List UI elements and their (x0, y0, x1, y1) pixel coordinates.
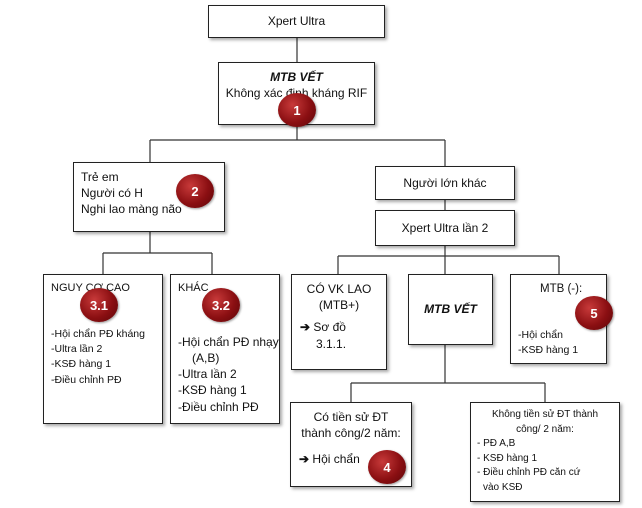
node-nguoi-lon-khac: Người lớn khác (375, 166, 515, 200)
node-mtb-am-title: MTB (-): (540, 283, 583, 295)
node-khac-item: -Điều chỉnh PĐ (178, 399, 259, 414)
node-tre-em-line: Người có H (81, 186, 143, 201)
node-co-tien-su-title: thành công/2 năm: (301, 426, 401, 441)
node-khac: KHÁC -Hội chẩn PĐ nhạy (A,B) -Ultra lần … (170, 274, 280, 424)
node-xpert-ultra-lan-2-label: Xpert Ultra lần 2 (401, 221, 489, 235)
arrow-right-icon: ➔ (299, 452, 310, 467)
node-khac-item: -KSĐ hàng 1 (178, 383, 247, 398)
node-co-vk-lao-ref: 3.1.1. (316, 336, 347, 351)
badge-3-1: 3.1 (80, 288, 118, 322)
node-co-vk-lao-subtitle: (MTB+) (318, 298, 360, 313)
node-khac-title: KHÁC (178, 282, 209, 294)
node-khong-tien-su: Không tiền sử ĐT thành công/ 2 năm: - PĐ… (470, 402, 620, 502)
node-mtb-am-item: -KSĐ hàng 1 (518, 343, 579, 356)
node-khong-tien-su-item: - PĐ A,B (477, 438, 516, 449)
badge-2: 2 (176, 174, 214, 208)
node-mtb-am-item: -Hội chẩn (518, 328, 563, 341)
badge-3-2: 3.2 (202, 288, 240, 322)
node-mtb-vet-mid: MTB VẾT (408, 274, 493, 345)
node-xpert-ultra-label: Xpert Ultra (267, 14, 326, 28)
node-tre-em-line: Trẻ em (81, 170, 119, 184)
badge-5: 5 (575, 296, 613, 330)
node-co-vk-lao-title: CÓ VK LAO (306, 282, 372, 296)
node-khong-tien-su-item: - KSĐ hàng 1 (477, 452, 538, 464)
arrow-right-icon: ➔ (300, 320, 311, 335)
node-co-tien-su-action: Hội chẩn (312, 452, 360, 467)
node-nguy-co-cao-item: -Hội chẩn PĐ kháng (51, 327, 145, 340)
node-co-vk-lao-action: Sơ đồ (313, 320, 346, 335)
node-nguy-co-cao-item: -Điều chỉnh PĐ (51, 373, 122, 386)
node-nguy-co-cao-item: -Ultra lần 2 (51, 343, 103, 356)
node-tre-em-line: Nghi lao màng não (81, 202, 182, 217)
node-mtb-vet-mid-label: MTB VẾT (424, 302, 477, 316)
node-khong-tien-su-item: - Điều chỉnh PĐ căn cứ (477, 467, 581, 478)
node-nguoi-lon-khac-label: Người lớn khác (403, 176, 487, 190)
node-xpert-ultra-lan-2: Xpert Ultra lần 2 (375, 210, 515, 246)
node-khong-tien-su-title: công/ 2 năm: (516, 423, 574, 435)
node-khong-tien-su-title: Không tiền sử ĐT thành (491, 409, 599, 420)
node-khac-item: -Ultra lần 2 (178, 367, 237, 382)
badge-4: 4 (368, 450, 406, 484)
node-nguy-co-cao-item: -KSĐ hàng 1 (51, 358, 112, 371)
node-mtb-vet-top-title: MTB VẾT (270, 70, 323, 84)
badge-1: 1 (278, 93, 316, 127)
node-xpert-ultra: Xpert Ultra (208, 5, 385, 38)
node-khac-item: -Hội chẩn PĐ nhạy (178, 334, 279, 349)
node-co-vk-lao: CÓ VK LAO (MTB+) ➔ Sơ đồ 3.1.1. (291, 274, 387, 370)
node-khong-tien-su-item: vào KSĐ (483, 481, 523, 493)
node-co-tien-su-title: Có tiền sử ĐT (313, 410, 389, 424)
node-khac-item: (A,B) (192, 351, 220, 366)
